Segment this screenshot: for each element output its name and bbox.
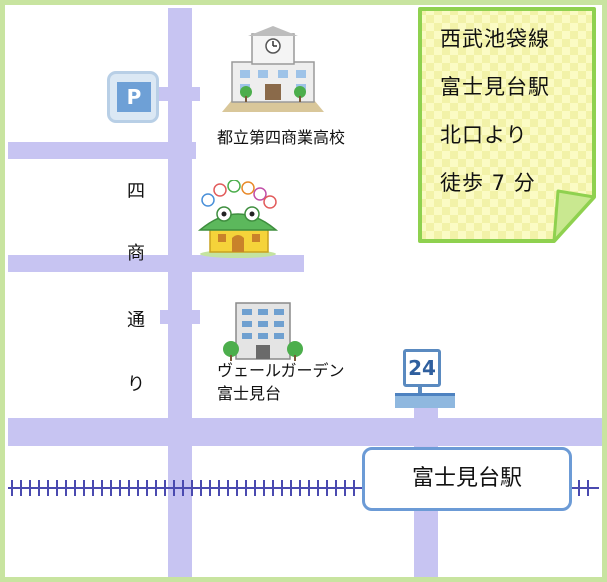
street-name-char-1: 四 (127, 181, 145, 202)
parking-sign-icon: P (107, 71, 159, 123)
convenience-store-building (395, 393, 455, 408)
street-name-char-3: 通 (127, 310, 145, 331)
street-name-char-2: 商 (127, 243, 145, 264)
apartment-building-icon (222, 301, 304, 365)
note-line-3: 北口より (440, 123, 528, 147)
road-apartment-spur (160, 310, 200, 324)
note-line-1: 西武池袋線 (440, 27, 550, 51)
convenience-store-24-icon: 24 (403, 349, 441, 387)
station-sign: 富士見台駅 (362, 447, 572, 511)
road-parking-spur (150, 87, 200, 101)
road-main-vertical (168, 8, 192, 582)
station-label: 富士見台駅 (411, 466, 522, 491)
school-label: 都立第四商業高校 (217, 128, 346, 147)
school-building-icon (218, 26, 328, 120)
road-kindergarten-horizontal (8, 255, 304, 272)
access-note: 西武池袋線 富士見台駅 北口より 徒歩 7 分 (418, 7, 596, 243)
parking-sign-letter: P (117, 82, 151, 112)
road-north-horizontal (8, 142, 196, 159)
note-line-2: 富士見台駅 (440, 75, 550, 99)
kindergarten-building-icon (194, 179, 282, 264)
apartment-label-line-2: 富士見台 (217, 384, 282, 403)
street-name-char-4: り (127, 374, 145, 395)
apartment-label-line-1: ヴェールガーデン (217, 361, 345, 380)
convenience-store-sign-pole (418, 386, 422, 394)
note-line-4: 徒歩 7 分 (440, 171, 536, 195)
road-south-horizontal (8, 418, 607, 446)
